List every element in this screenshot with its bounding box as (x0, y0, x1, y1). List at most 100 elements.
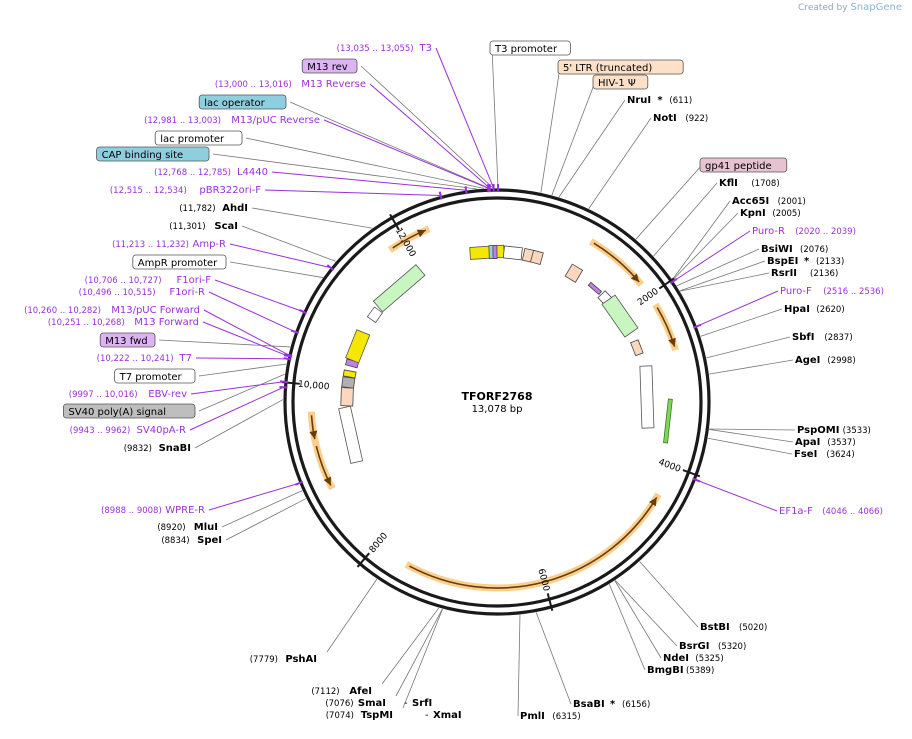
enzyme-fsei: FseI(3624) (794, 449, 855, 460)
snapgene-watermark: Created by SnapGene (798, 2, 902, 13)
primer-m13-reverse: M13 Reverse(13,000 .. 13,016) (215, 79, 366, 90)
primer-pbr322ori-f: pBR322ori-F(12,515 .. 12,534) (110, 185, 261, 196)
label-connector (203, 322, 288, 356)
label-connector (709, 360, 793, 374)
label-connector (209, 483, 299, 510)
site-name: FseI (794, 449, 817, 460)
snapgene-brand: SnapGene (850, 2, 902, 13)
site-name: Puro-F (780, 286, 812, 297)
label-connector (696, 480, 777, 511)
label-connector (701, 309, 782, 336)
feature-t7-promoter: T7 promoter (119, 372, 183, 383)
site-position: (10,706 .. 10,727) (85, 276, 162, 286)
site-name: SrfI (412, 698, 432, 709)
label-connector (674, 231, 750, 281)
feature-gp41-peptide: gp41 peptide (705, 161, 772, 172)
site-name: SV40pA-R (137, 425, 186, 436)
enzyme-rsrii: RsrII(2136) (771, 268, 838, 279)
enzyme-pmli: PmlI(6315) (520, 711, 581, 722)
label-connector (589, 118, 651, 209)
enzyme-ahdi: AhdI (11,782) (179, 203, 248, 214)
gp41-peptide-box (588, 282, 601, 294)
site-name: M13 Reverse (301, 79, 366, 90)
enzyme-bspei: BspEI*(2133) (767, 256, 844, 267)
site-name: Acc65I (732, 196, 769, 207)
site-name: KpnI (740, 208, 766, 219)
tick-label: 10,000 (298, 380, 331, 393)
enzyme-bsrgi: BsrGI(5320) (679, 641, 746, 652)
site-position: (2133) (816, 257, 844, 267)
label-connector (654, 183, 717, 256)
label-connector (265, 190, 441, 196)
enzyme-spei: SpeI(8834) (161, 535, 222, 546)
site-position: (8988 .. 9008) (101, 506, 162, 516)
enzyme-sbfi: SbfI(2837) (792, 332, 853, 343)
primer-f1ori-r: F1ori-R(10,496 .. 10,515) (79, 287, 205, 298)
enzyme-nrui: NruI*(611) (627, 95, 692, 106)
site-name: M13/pUC Forward (111, 305, 200, 316)
label-connector (191, 382, 284, 394)
enzyme-snabi: SnaBI (9832) (124, 443, 191, 454)
site-position: (5320) (718, 642, 746, 652)
label-connector (204, 310, 288, 355)
enzyme-hpai: HpaI(2620) (784, 304, 845, 315)
site-name: MluI (194, 522, 218, 533)
site-position: (7074) (326, 711, 354, 721)
primer-site-mark (280, 381, 288, 382)
site-position: (7112) (311, 687, 339, 697)
site-name: SnaBI (159, 443, 191, 454)
site-position: (2005) (772, 209, 800, 219)
site-name: KflI (719, 178, 738, 189)
site-position: (11,782) (179, 204, 215, 214)
enzyme-xmai: -XmaI (425, 710, 462, 721)
site-position: (8834) (161, 536, 189, 546)
site-position: (3537) (827, 438, 855, 448)
site-position: (2998) (827, 356, 855, 366)
label-connector (636, 165, 702, 239)
rre-box (565, 264, 582, 282)
label-connector (518, 615, 520, 716)
site-name: BsiWI (761, 244, 793, 255)
primer-site-mark (280, 387, 288, 388)
separator-dash: - (404, 698, 408, 709)
label-connector (709, 429, 795, 430)
site-position: (4046 .. 4066) (822, 507, 883, 517)
wpre-arrow (339, 406, 363, 463)
enzyme-bmgbi: BmgBI(5389) (647, 665, 714, 676)
created-by-text: Created by (798, 3, 848, 13)
site-position: (9832) (124, 444, 152, 454)
tick-label: 4000 (657, 458, 682, 475)
site-position: (12,981 .. 13,003) (144, 116, 221, 126)
rsv-promoter-arrow (503, 246, 522, 260)
label-connector (396, 609, 442, 696)
site-position: (13,035 .. 13,055) (337, 44, 414, 54)
site-name: EF1a-F (779, 506, 813, 517)
label-connector (196, 358, 287, 359)
label-connector (382, 608, 439, 684)
plasmid-size: 13,078 bp (472, 404, 523, 415)
site-name: RsrII (771, 268, 797, 279)
label-connector (706, 337, 790, 358)
feature-m13-fwd: M13 fwd (105, 336, 147, 347)
site-position: (611) (669, 96, 692, 106)
site-name: F1ori-R (169, 287, 205, 298)
primer-amp-r: Amp-R(11,213 .. 11,232) (112, 239, 226, 250)
site-name: SbfI (792, 332, 814, 343)
primer-m13-forward: M13 Forward(10,251 .. 10,268) (48, 317, 199, 328)
enzyme-pshai: PshAI(7779) (250, 654, 317, 665)
feature-5-ltr-truncated-: 5' LTR (truncated) (563, 63, 652, 74)
primer-l4440: L4440(12,768 .. 12,785) (154, 167, 268, 178)
enzyme-kpni: KpnI (2005) (740, 208, 801, 219)
enzyme-pspomi: PspOMI(3533) (797, 425, 871, 436)
label-connector (536, 612, 571, 704)
m13-rev-box (493, 245, 497, 258)
primer-site-mark (465, 186, 466, 194)
site-name: AhdI (222, 203, 248, 214)
site-position: (1708) (751, 179, 779, 189)
label-connector (708, 438, 792, 454)
label-connector (640, 561, 698, 627)
cppt-box (631, 340, 644, 356)
star-mark: * (657, 95, 663, 106)
label-connector (215, 280, 303, 312)
